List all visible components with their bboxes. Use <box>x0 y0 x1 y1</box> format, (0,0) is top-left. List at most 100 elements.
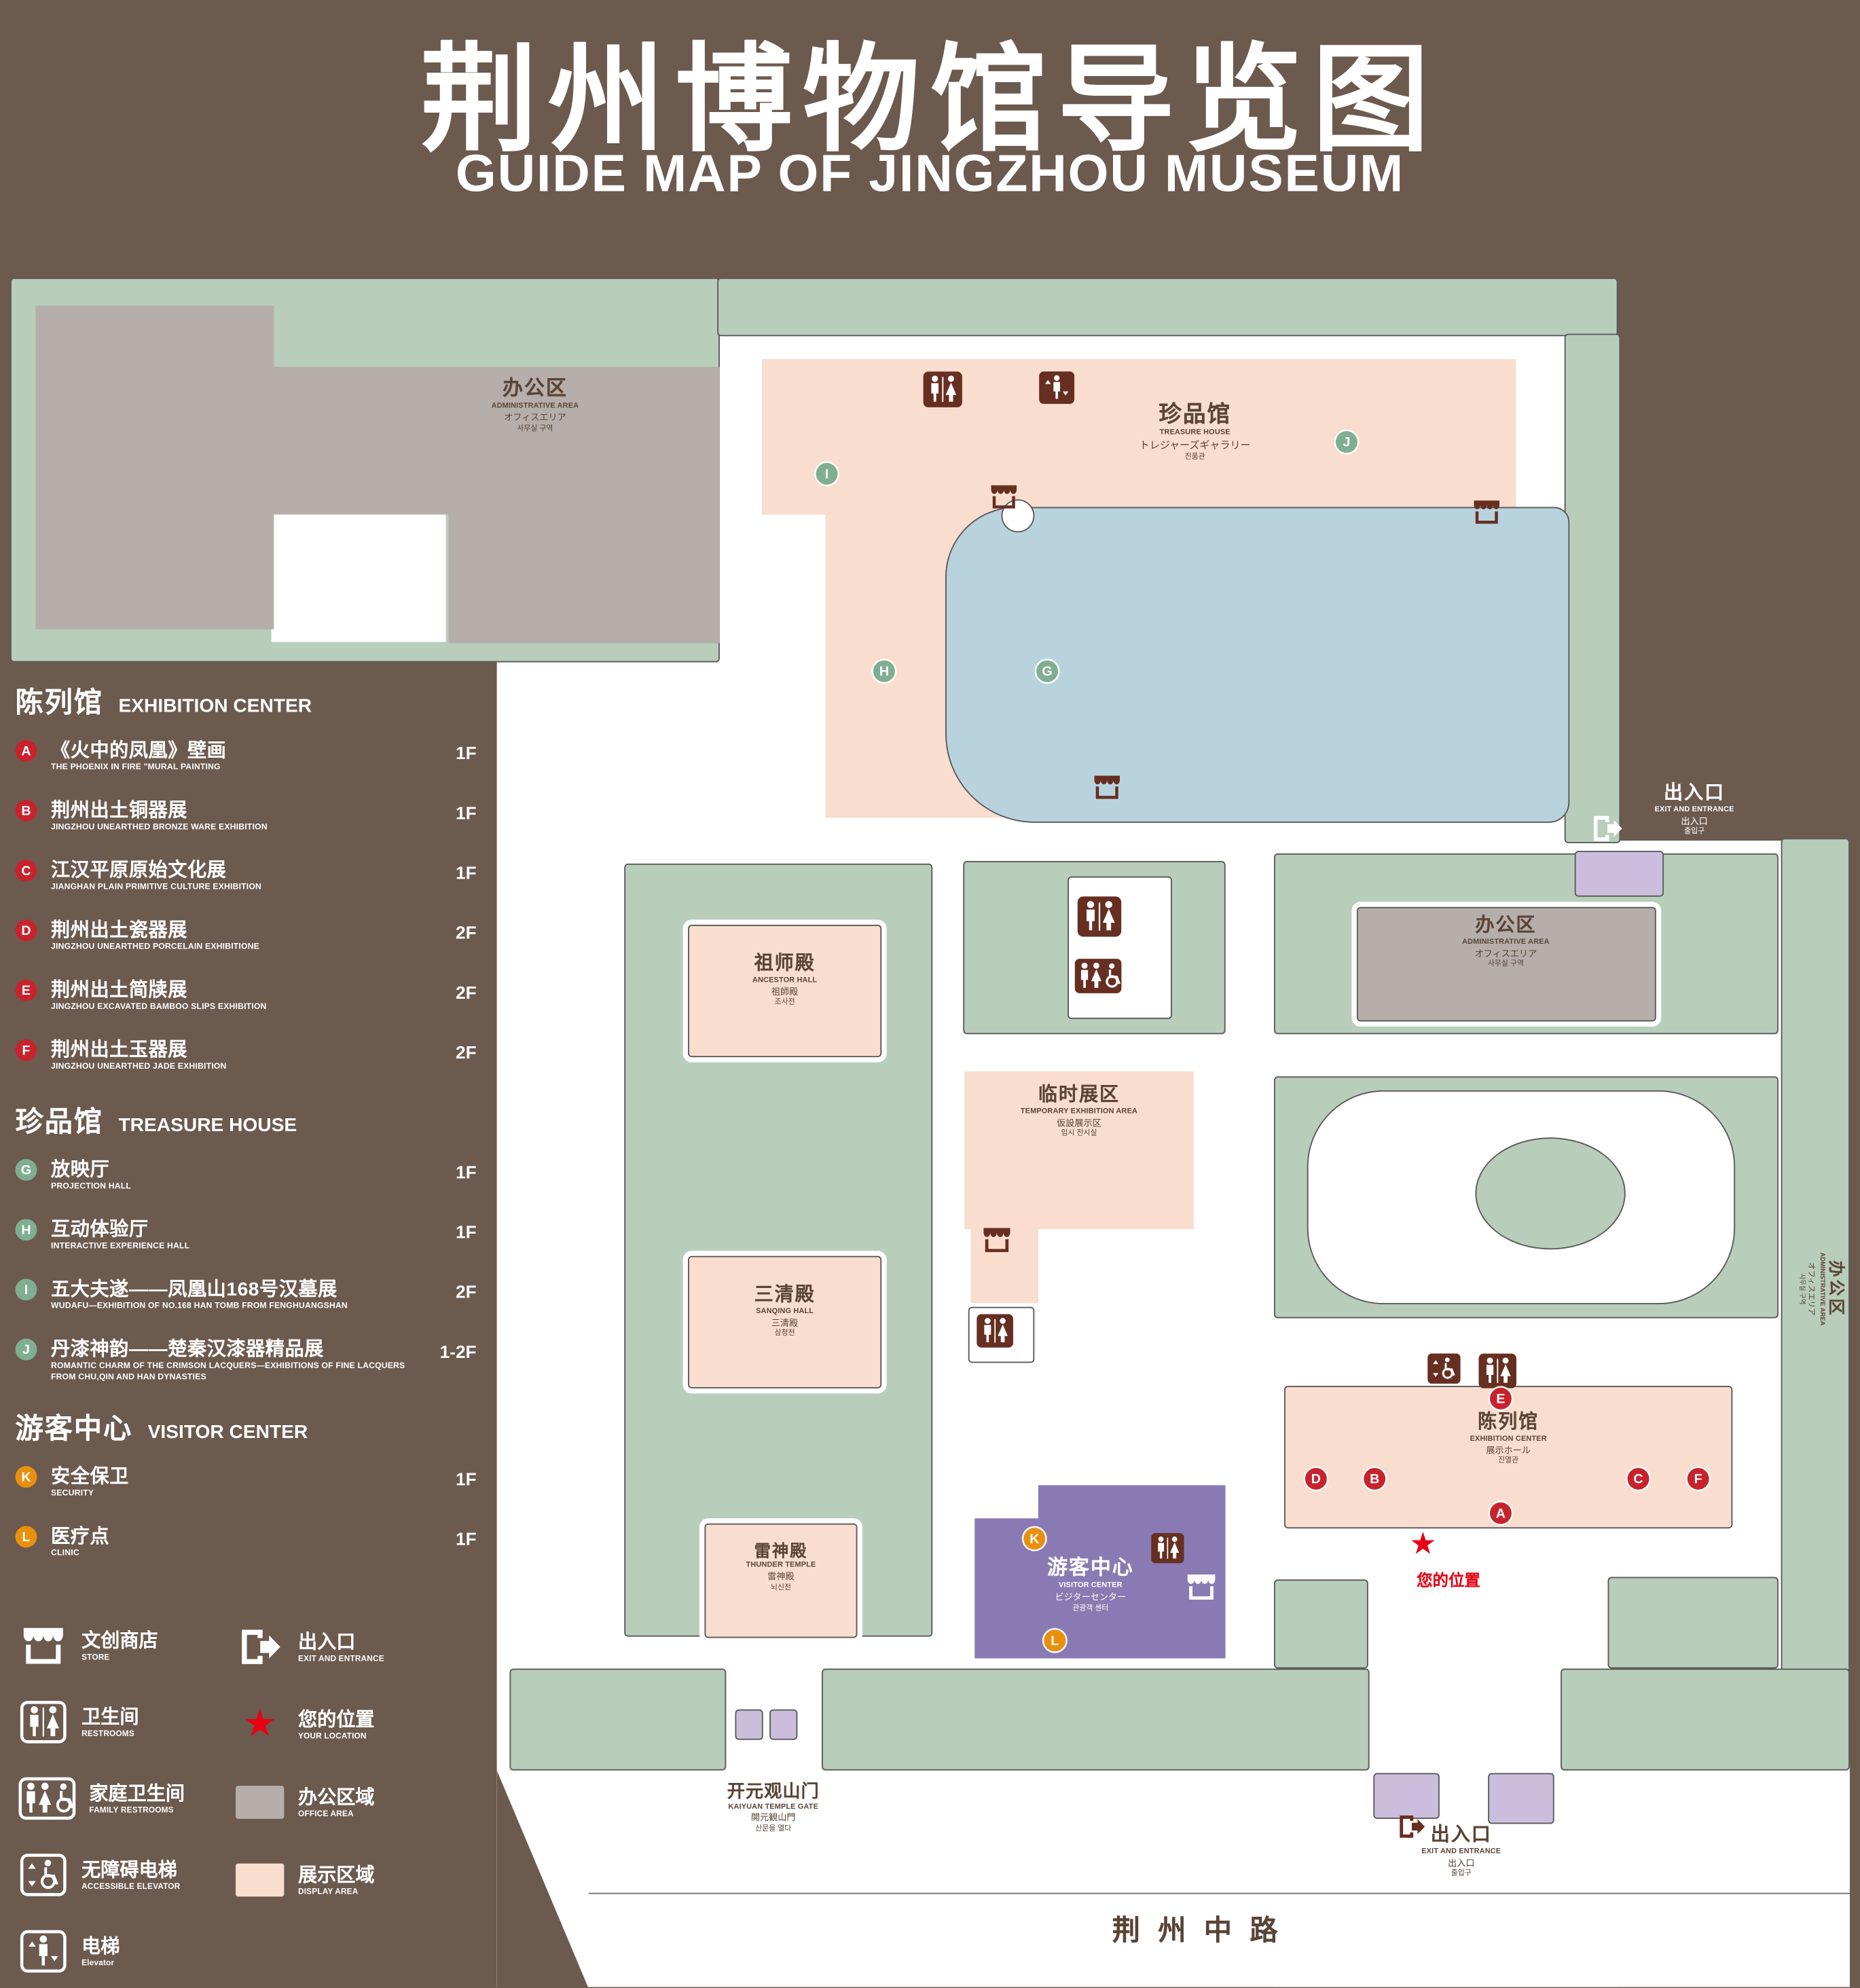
floor-badge: 2F <box>455 982 477 1003</box>
floor-badge: 1-2F <box>439 1341 477 1362</box>
restrooms-icon <box>1076 896 1123 938</box>
label-thunder-temple: 雷神殿 THUNDER TEMPLE 雷神殿 뇌신전 <box>746 1541 816 1592</box>
legend-marker-I: I <box>15 1278 37 1301</box>
office-area-swatch <box>234 1780 285 1824</box>
road-edge-line <box>588 1892 1850 1894</box>
restrooms-icon <box>1150 1532 1185 1564</box>
exit-icon <box>1396 1813 1427 1841</box>
map-marker-J: J <box>1335 431 1357 453</box>
exhibition-center-building <box>1284 1386 1733 1529</box>
label-admin-top-left: 办公区 ADMINISTRATIVE AREA オフィスエリア 사무실 구역 <box>491 378 579 433</box>
floor-badge: 1F <box>455 1221 477 1242</box>
page-title: 荆州博物馆导览图 <box>420 35 1440 166</box>
gate-post-right <box>769 1709 798 1740</box>
lawn-right-strip <box>1781 838 1850 1723</box>
exit-icon <box>234 1625 285 1668</box>
lawn-bottom-strip-right <box>1561 1668 1850 1771</box>
your-location-label: 您的位置 <box>1417 1571 1480 1590</box>
lawn-right-of-lake <box>1564 333 1621 843</box>
legend-marker-J: J <box>15 1338 37 1361</box>
lawn-bottom-strip-left <box>509 1668 727 1771</box>
label-kaiyuan-gate: 开元观山门 KAIYUAN TEMPLE GATE 開元観山門 산문을 열다 <box>727 1780 820 1833</box>
lawn-bottom-strip-mid <box>822 1668 1370 1771</box>
family-restrooms-icon <box>18 1777 76 1820</box>
store-icon <box>989 483 1019 511</box>
floor-badge: 2F <box>455 1042 477 1063</box>
map-marker-L: L <box>1044 1630 1066 1652</box>
your-location-star-icon: ★ <box>1409 1527 1437 1562</box>
map-marker-C: C <box>1627 1468 1649 1490</box>
entrance-building-bottom-1 <box>1373 1773 1440 1819</box>
restrooms-icon <box>976 1313 1014 1348</box>
label-exit-top-right: 出入口 EXIT AND ENTRANCE 出入口 출입구 <box>1654 781 1734 836</box>
legend-marker-E: E <box>15 979 37 1001</box>
restrooms-icon <box>18 1700 69 1744</box>
page-subtitle: GUIDE MAP OF JINGZHOU MUSEUM <box>455 143 1405 203</box>
label-exit-bottom: 出入口 EXIT AND ENTRANCE 出入口 출입구 <box>1421 1824 1501 1878</box>
floor-badge: 1F <box>455 862 477 883</box>
map-marker-B: B <box>1364 1468 1386 1490</box>
floor-badge: 1F <box>455 1528 477 1549</box>
map-marker-K: K <box>1023 1528 1046 1550</box>
floor-badge: 1F <box>455 802 477 823</box>
family-restrooms-icon <box>1074 958 1122 994</box>
gate-post-left <box>735 1709 763 1740</box>
restrooms-icon <box>1478 1352 1517 1389</box>
admin-building-right <box>1356 906 1656 1022</box>
store-icon <box>1092 773 1123 801</box>
legend-marker-L: L <box>15 1526 37 1548</box>
entrance-building-bottom-2 <box>1488 1773 1554 1824</box>
lawn-bottom-left <box>1274 1579 1368 1669</box>
label-road: 荆州中路 <box>1112 1914 1296 1947</box>
location-star-icon: ★ <box>242 1702 277 1745</box>
map-marker-F: F <box>1687 1468 1709 1490</box>
sanqing-hall-building <box>688 1255 882 1388</box>
label-temporary-exhibition: 临时展区 TEMPORARY EXHIBITION AREA 仮設展示区 임시 … <box>1020 1084 1138 1138</box>
exit-icon <box>1590 813 1624 845</box>
admin-courtyard <box>271 509 446 642</box>
display-area-swatch <box>234 1858 285 1901</box>
map-marker-H: H <box>873 660 895 682</box>
legend-marker-H: H <box>15 1219 37 1241</box>
store-icon <box>981 1226 1013 1255</box>
store-icon <box>1472 498 1502 526</box>
map-marker-E: E <box>1489 1387 1512 1410</box>
legend-marker-K: K <box>15 1466 37 1488</box>
legend-marker-C: C <box>15 860 37 882</box>
floor-badge: 1F <box>455 1469 477 1490</box>
legend-marker-F: F <box>15 1039 37 1061</box>
legend-marker-A: A <box>15 739 37 762</box>
entrance-building-top-right <box>1574 851 1664 897</box>
store-icon <box>18 1624 69 1668</box>
label-ancestor-hall: 祖师殿 ANCESTOR HALL 祖師殿 조사전 <box>752 953 818 1007</box>
lake-pavilion <box>1001 499 1035 533</box>
label-admin-right: 办公区 ADMINISTRATIVE AREA オフィスエリア 사무실 구역 <box>1462 914 1550 969</box>
legend-marker-B: B <box>15 800 37 822</box>
ancestor-hall-building <box>688 924 882 1058</box>
floor-badge: 1F <box>455 742 477 763</box>
label-exhibition-center: 陈列馆 EXHIBITION CENTER 展示ホール 진열관 <box>1470 1411 1547 1466</box>
accessible-elevator-icon <box>18 1854 69 1897</box>
lawn-bottom-right-block <box>1607 1577 1779 1669</box>
elevator-icon <box>18 1930 69 1973</box>
legend-marker-D: D <box>15 919 37 942</box>
